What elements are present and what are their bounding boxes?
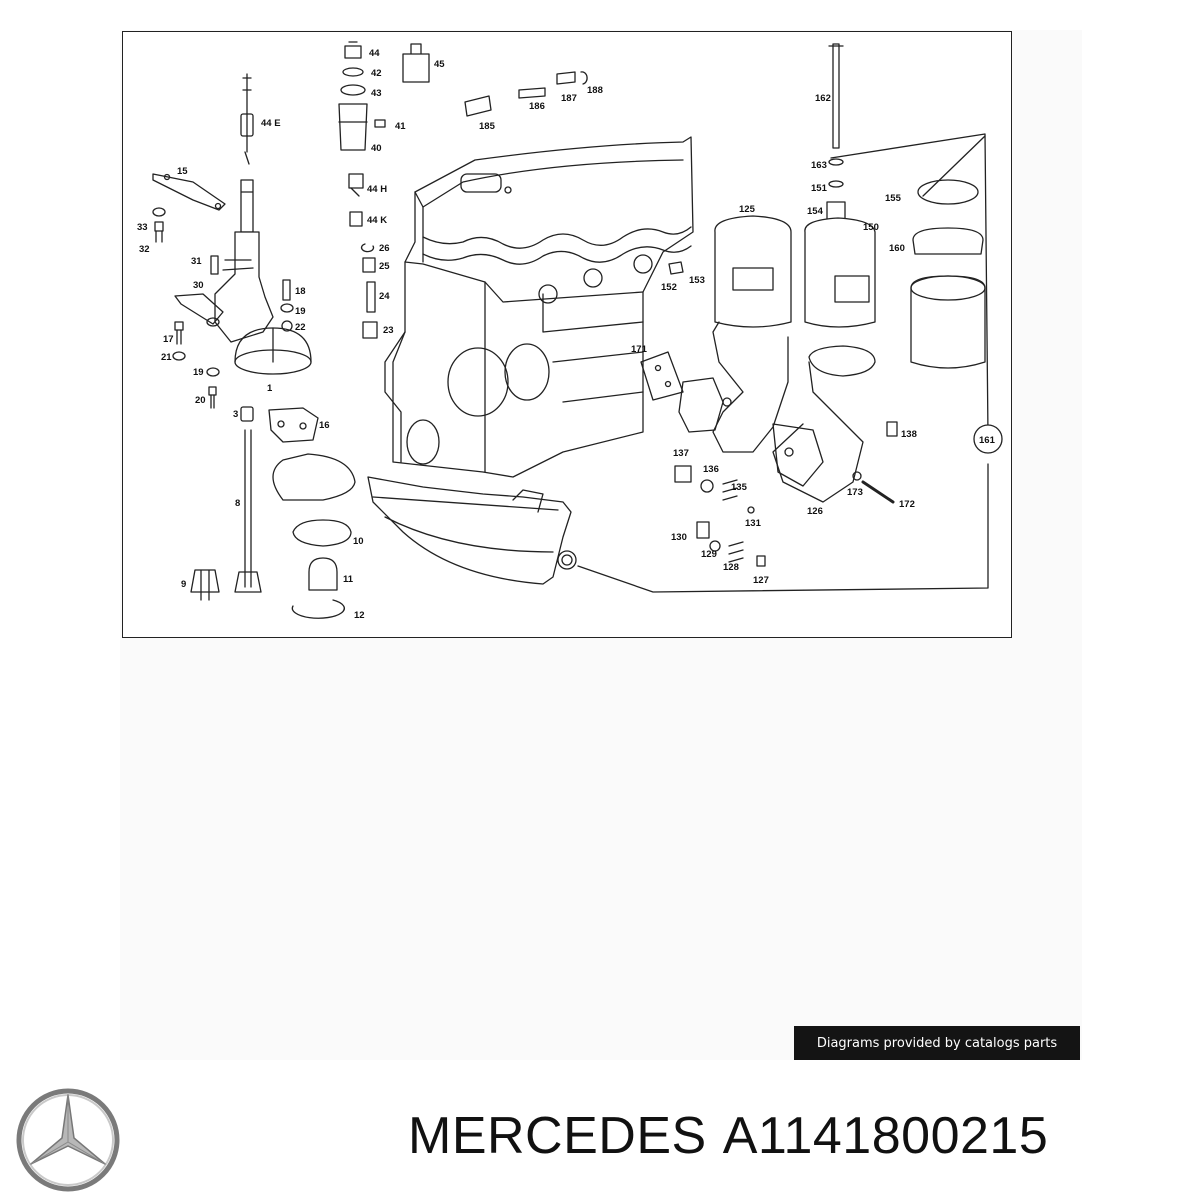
part-label: 155	[885, 193, 902, 204]
oil-filter-group	[557, 43, 1003, 593]
part-title: MERCEDES A1141800215	[408, 1106, 1048, 1166]
part-label: 161	[979, 435, 996, 446]
part-label: 135	[731, 482, 748, 493]
engine-block-drawing	[367, 136, 694, 585]
part-label: 32	[139, 244, 150, 255]
part-label: 160	[889, 243, 905, 254]
part-label: 44 E	[261, 118, 281, 129]
part-label: 11	[343, 574, 354, 585]
part-label: 185	[479, 121, 496, 132]
part-label: 16	[319, 420, 330, 431]
part-label: 150	[863, 222, 879, 233]
part-label: 3	[233, 409, 238, 420]
part-label: 173	[847, 487, 863, 498]
oil-pump-group	[152, 73, 356, 619]
part-label: 188	[587, 85, 603, 96]
part-label: 129	[701, 549, 717, 560]
part-label: 26	[379, 243, 390, 254]
part-label: 17	[163, 334, 174, 345]
part-label: 151	[811, 183, 828, 194]
diagram-credit-banner: Diagrams provided by catalogs parts	[794, 1026, 1080, 1060]
part-label: 12	[354, 610, 365, 621]
parts-diagram: 44 42 43 41 40 44 H 44 K 26 25 24 23 45 …	[122, 31, 1012, 638]
part-label: 18	[295, 286, 306, 297]
brand-name: MERCEDES	[408, 1107, 707, 1165]
part-label: 138	[901, 429, 917, 440]
part-label: 162	[815, 93, 831, 104]
part-labels: 44 42 43 41 40 44 H 44 K 26 25 24 23 45 …	[137, 48, 996, 621]
part-label: 152	[661, 282, 677, 293]
part-label: 8	[235, 498, 240, 509]
part-label: 43	[371, 88, 382, 99]
part-label: 126	[807, 506, 823, 517]
part-label: 136	[703, 464, 719, 475]
part-label: 42	[371, 68, 382, 79]
part-label: 128	[723, 562, 739, 573]
part-label: 163	[811, 160, 827, 171]
part-label: 154	[807, 206, 824, 217]
part-label: 33	[137, 222, 148, 233]
part-label: 186	[529, 101, 545, 112]
part-label: 22	[295, 322, 306, 333]
part-label: 187	[561, 93, 577, 104]
part-label: 15	[177, 166, 188, 177]
part-label: 44 H	[367, 184, 387, 195]
part-label: 44 K	[367, 215, 387, 226]
mercedes-star-icon	[16, 1088, 120, 1192]
part-label: 1	[267, 383, 273, 394]
part-label: 45	[434, 59, 445, 70]
part-label: 125	[739, 204, 756, 215]
part-label: 23	[383, 325, 394, 336]
part-label: 137	[673, 448, 689, 459]
part-label: 153	[689, 275, 705, 286]
engine-oil-system-drawing: 44 42 43 41 40 44 H 44 K 26 25 24 23 45 …	[137, 41, 1003, 621]
part-label: 30	[193, 280, 204, 291]
part-label: 24	[379, 291, 390, 302]
part-label: 25	[379, 261, 390, 272]
part-label: 19	[295, 306, 306, 317]
part-label: 21	[161, 352, 172, 363]
part-label: 171	[631, 344, 648, 355]
valve-parts-group	[338, 41, 588, 339]
part-label: 20	[195, 395, 206, 406]
part-label: 19	[193, 367, 204, 378]
part-label: 172	[899, 499, 915, 510]
part-label: 31	[191, 256, 202, 267]
part-label: 44	[369, 48, 380, 59]
part-label: 131	[745, 518, 762, 529]
part-label: 9	[181, 579, 186, 590]
part-label: 10	[353, 536, 364, 547]
part-label: 41	[395, 121, 406, 132]
part-label: 127	[753, 575, 769, 586]
part-label: 130	[671, 532, 687, 543]
part-number: A1141800215	[722, 1107, 1049, 1165]
part-label: 40	[371, 143, 382, 154]
